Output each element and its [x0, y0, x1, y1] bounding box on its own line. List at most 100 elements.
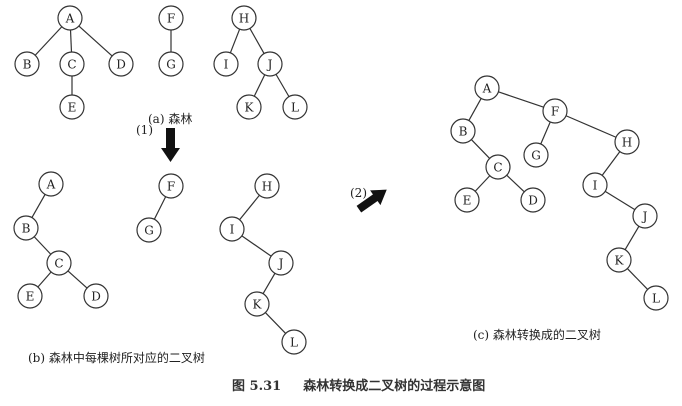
edge-K-L — [626, 268, 649, 290]
node-J — [257, 51, 283, 77]
step-2-label: (2) — [350, 186, 367, 200]
node-A — [474, 75, 500, 101]
edge-C-E — [474, 175, 491, 192]
node-G — [136, 217, 162, 243]
node-A — [57, 5, 83, 31]
node-label-E: E — [26, 290, 35, 304]
node-L — [643, 285, 669, 311]
node-label-H: H — [622, 136, 632, 150]
node-H — [231, 5, 257, 31]
node-C — [485, 154, 511, 180]
edge-A-B — [34, 26, 63, 56]
node-label-G: G — [166, 58, 176, 72]
edge-H-I — [239, 194, 260, 221]
figure-title: 森林转换成二叉树的过程示意图 — [303, 379, 486, 394]
node-label-C: C — [54, 257, 63, 271]
node-F — [542, 98, 568, 124]
node-label-J: J — [266, 58, 273, 72]
edge-F-G — [153, 196, 167, 220]
diagonal-arrow-icon — [356, 189, 387, 213]
node-G — [158, 51, 184, 77]
node-label-B: B — [459, 125, 468, 139]
edge-K-L — [264, 312, 287, 334]
node-label-B: B — [23, 58, 32, 72]
edge-C-D — [67, 270, 88, 289]
node-label-F: F — [551, 105, 559, 119]
node-label-J: J — [641, 210, 648, 224]
node-label-L: L — [290, 336, 298, 350]
node-F — [158, 173, 184, 199]
edge-J-L — [275, 74, 290, 97]
node-label-D: D — [116, 58, 126, 72]
node-B — [14, 51, 40, 77]
edge-A-D — [78, 25, 113, 57]
caption-a: (a) 森林 — [148, 112, 193, 126]
node-label-H: H — [262, 180, 272, 194]
node-label-G: G — [531, 149, 541, 163]
node-label-B: B — [22, 222, 31, 236]
caption-c: (c) 森林转换成的二叉树 — [473, 328, 601, 342]
edge-I-J — [604, 190, 636, 211]
node-label-J: J — [277, 257, 284, 271]
edge-J-K — [253, 74, 266, 97]
edge-A-F — [498, 91, 544, 108]
node-label-C: C — [67, 58, 76, 72]
node-label-K: K — [245, 101, 255, 115]
node-label-E: E — [463, 194, 472, 208]
node-K — [244, 291, 270, 317]
edge-A-B — [31, 194, 46, 218]
node-label-K: K — [615, 254, 625, 268]
step-1-label: (1) — [136, 123, 153, 137]
edge-C-D — [506, 174, 525, 193]
edge-H-I — [601, 151, 621, 176]
node-D — [108, 51, 134, 77]
down-arrow-icon — [161, 128, 180, 162]
node-label-L: L — [652, 292, 660, 306]
node-E — [17, 283, 43, 309]
edge-H-I — [229, 28, 241, 54]
edge-J-K — [624, 226, 640, 250]
node-J — [632, 203, 658, 229]
node-I — [213, 51, 239, 77]
node-E — [59, 94, 85, 120]
node-I — [582, 172, 608, 198]
edge-I-J — [241, 235, 272, 257]
node-K — [606, 247, 632, 273]
figure-number: 图 5.31 — [232, 379, 282, 394]
node-E — [454, 187, 480, 213]
node-label-C: C — [493, 161, 502, 175]
edge-A-C — [69, 29, 73, 53]
edge-J-K — [262, 273, 276, 294]
figure-caption: 图 5.31 森林转换成二叉树的过程示意图 — [232, 375, 485, 394]
node-label-F: F — [167, 180, 175, 194]
edge-F-H — [565, 115, 617, 138]
edge-B-C — [470, 139, 491, 159]
node-L — [282, 94, 308, 120]
edge-A-B — [468, 98, 482, 121]
node-label-F: F — [167, 12, 175, 26]
node-label-I: I — [224, 58, 229, 72]
node-label-A: A — [482, 82, 492, 96]
node-label-A: A — [46, 178, 56, 192]
node-D — [83, 283, 109, 309]
node-label-L: L — [291, 101, 299, 115]
node-B — [13, 215, 39, 241]
node-C — [46, 250, 72, 276]
edge-B-C — [33, 236, 52, 255]
caption-b: (b) 森林中每棵树所对应的二叉树 — [28, 351, 205, 365]
node-label-I: I — [593, 179, 598, 193]
node-label-K: K — [253, 298, 263, 312]
edge-F-G — [540, 121, 551, 145]
node-A — [38, 171, 64, 197]
node-H — [254, 173, 280, 199]
node-F — [158, 5, 184, 31]
node-C — [59, 51, 85, 77]
node-I — [219, 216, 245, 242]
node-D — [520, 187, 546, 213]
edge-H-J — [249, 28, 265, 54]
node-label-A: A — [65, 12, 75, 26]
